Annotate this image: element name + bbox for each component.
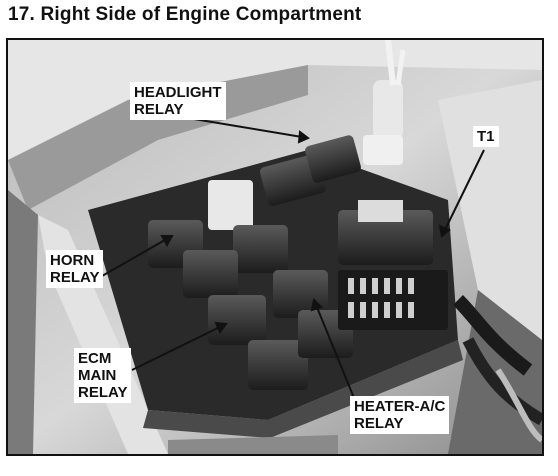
page-title: 17. Right Side of Engine Compartment: [8, 4, 362, 25]
right-panel: [438, 80, 542, 340]
wiring-harness: [453, 295, 533, 376]
horn-relay-callout: HORN RELAY: [46, 250, 104, 288]
t1-callout: T1: [473, 126, 499, 147]
left-rail: [8, 190, 38, 454]
heater-ac-relay-callout: HEATER-A/C RELAY: [350, 396, 450, 434]
ecm-main-relay-body: [208, 295, 266, 345]
fuse-block: [338, 270, 448, 330]
ecm-main-relay-callout: ECM MAIN RELAY: [74, 348, 132, 403]
white-relay: [208, 180, 253, 230]
t1-block: [338, 210, 433, 265]
headlight-relay-callout: HEADLIGHT RELAY: [130, 82, 226, 120]
connector: [373, 80, 403, 140]
fender-panel: [8, 40, 542, 160]
engine-compartment-photo: HEADLIGHT RELAY T1 HORN RELAY ECM MAIN R…: [6, 38, 544, 456]
